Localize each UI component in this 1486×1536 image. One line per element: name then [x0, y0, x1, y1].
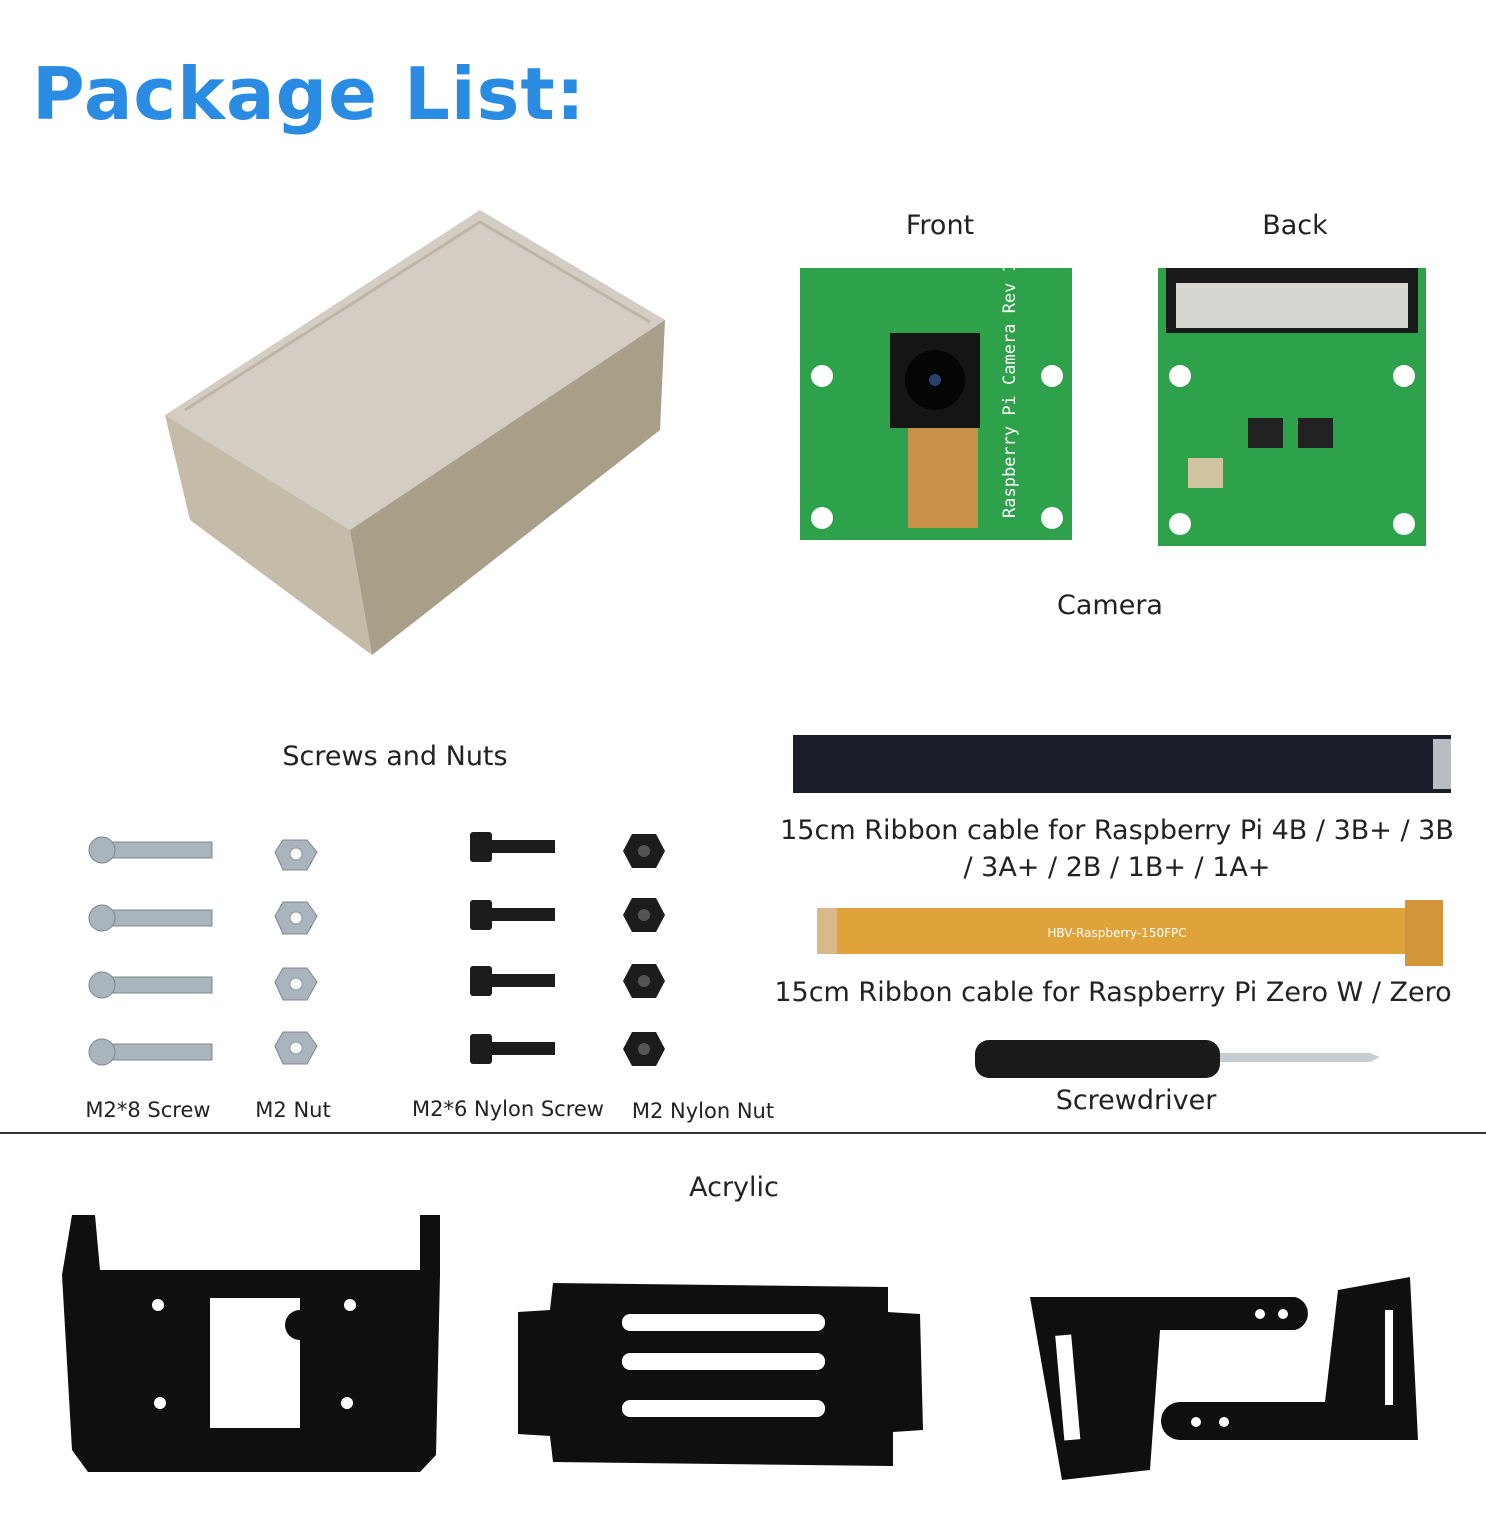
fpc-cable-image: HBV-Raspberry-150FPC	[817, 900, 1443, 966]
screwdriver-image	[975, 1040, 1380, 1078]
acrylic-l-brackets	[1030, 1277, 1418, 1480]
m2x8-screw-label: M2*8 Screw	[85, 1098, 211, 1122]
camera-back-image	[1158, 268, 1426, 546]
acrylic-heading: Acrylic	[689, 1172, 779, 1203]
camera-front-image: Raspberry Pi Camera Rev 1.3	[800, 242, 1072, 540]
m2x8-screw	[88, 904, 213, 932]
ribbon-cable-caption-line2: / 3A+ / 2B / 1B+ / 1A+	[963, 852, 1271, 883]
ribbon-cable-image	[793, 735, 1451, 793]
m2-nut-label: M2 Nut	[255, 1098, 331, 1122]
screws-heading: Screws and Nuts	[282, 741, 508, 772]
section-divider	[0, 1132, 1486, 1134]
pcb-silkscreen-text: Raspberry Pi Camera Rev 1.3	[1000, 242, 1020, 518]
camera-back-label: Back	[1262, 210, 1328, 241]
ribbon-cable-caption-line1: 15cm Ribbon cable for Raspberry Pi 4B / …	[780, 815, 1454, 846]
screws-and-nuts-image	[88, 832, 665, 1066]
m2x8-screw	[88, 1038, 213, 1066]
screwdriver-label: Screwdriver	[1055, 1085, 1217, 1116]
cardboard-box-image	[165, 210, 665, 655]
page-title: Package List:	[32, 52, 586, 136]
camera-caption: Camera	[1057, 590, 1163, 621]
m2x8-screw	[88, 836, 213, 864]
fpc-cable-caption: 15cm Ribbon cable for Raspberry Pi Zero …	[774, 977, 1452, 1008]
acrylic-u-bracket	[62, 1215, 440, 1472]
m2x6-nylon-screw-label: M2*6 Nylon Screw	[412, 1097, 604, 1121]
m2-nylon-nut-label: M2 Nylon Nut	[631, 1099, 775, 1123]
m2x8-screw	[88, 971, 213, 999]
acrylic-base-plate	[518, 1283, 923, 1466]
camera-front-label: Front	[905, 210, 975, 241]
fpc-print-text: HBV-Raspberry-150FPC	[1047, 926, 1186, 940]
acrylic-parts-image	[62, 1215, 1418, 1480]
